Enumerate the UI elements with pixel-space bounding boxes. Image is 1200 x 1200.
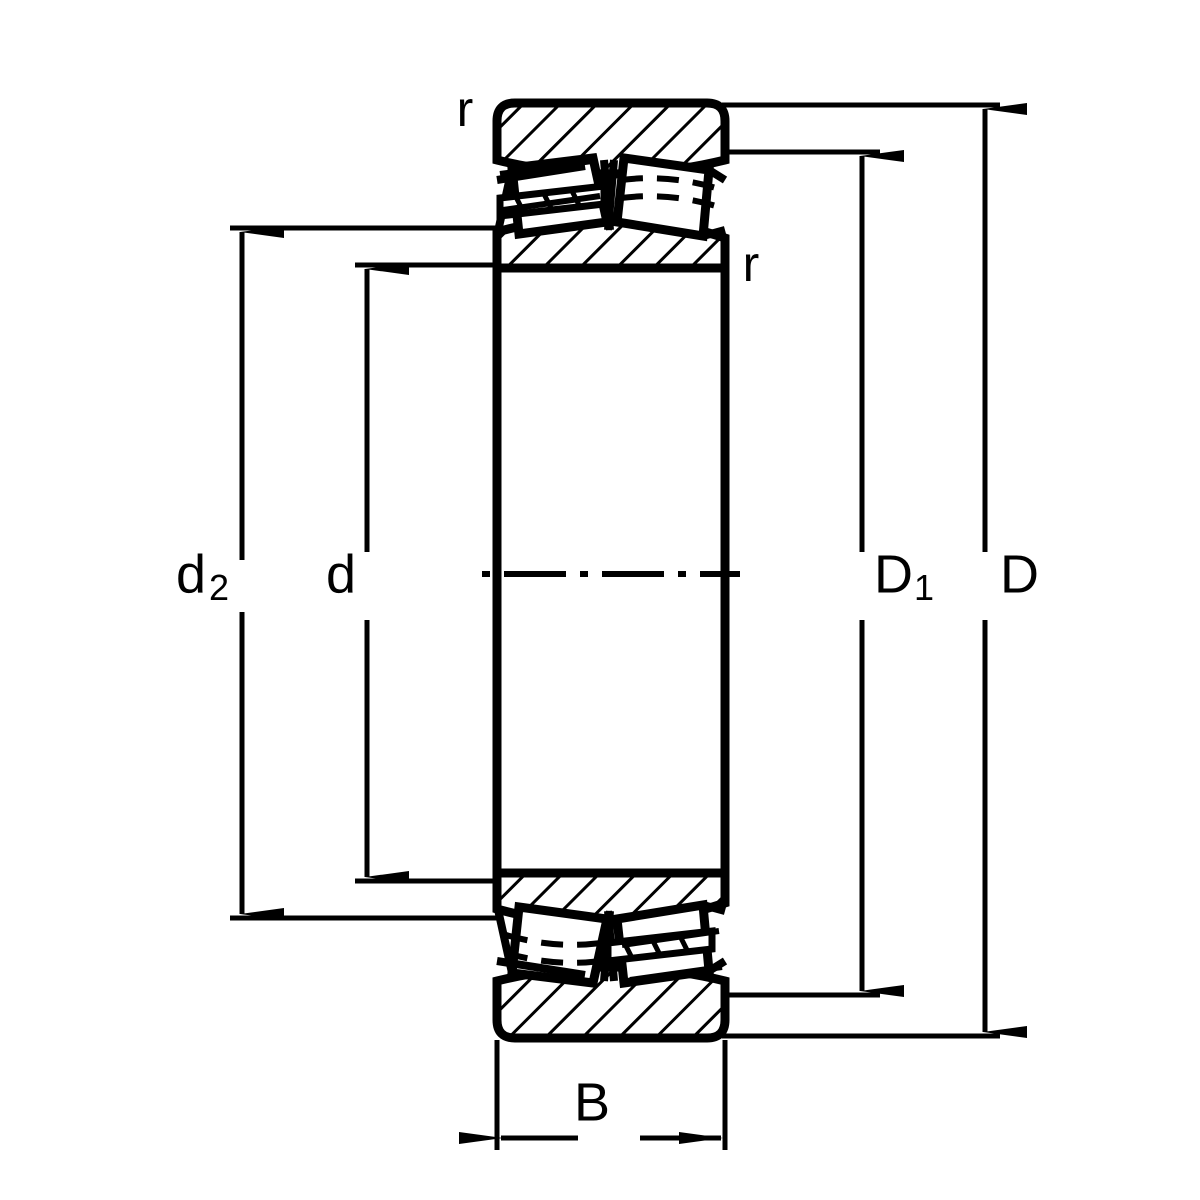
dimension-label-d-text: d [326, 544, 356, 604]
dimension-lines-group [230, 102, 1027, 1150]
radius-label-top-left-text: r [457, 81, 474, 137]
dimension-label-B: B [574, 1072, 610, 1132]
dimension-label-d2: d 2 [176, 544, 229, 608]
radius-label-top-left: r [457, 81, 474, 137]
dimension-label-d2-text: d [176, 544, 206, 604]
dimension-label-B-text: B [574, 1072, 610, 1132]
roller-hidden-lines-bottom-left [505, 932, 602, 966]
radius-label-right: r [743, 236, 760, 292]
roller-edge-detail-bottom-right [621, 928, 723, 983]
roller-edge-detail-top-left [499, 158, 601, 213]
bearing-body-group [492, 98, 730, 1043]
dimension-label-d2-subscript: 2 [209, 567, 229, 608]
dimension-label-D1-text: D [874, 544, 913, 604]
outer-ring-top [492, 98, 730, 179]
radius-label-right-text: r [743, 236, 760, 292]
dimension-label-D1: D 1 [874, 544, 934, 608]
dimension-label-D1-subscript: 1 [914, 567, 934, 608]
dimension-label-D-text: D [1000, 544, 1039, 604]
labels-group: d 2 d D 1 D B r [176, 81, 1039, 1132]
dimension-label-D: D [1000, 544, 1039, 604]
roller-hidden-lines-top-right [620, 175, 717, 209]
dimension-label-d: d [326, 544, 356, 604]
